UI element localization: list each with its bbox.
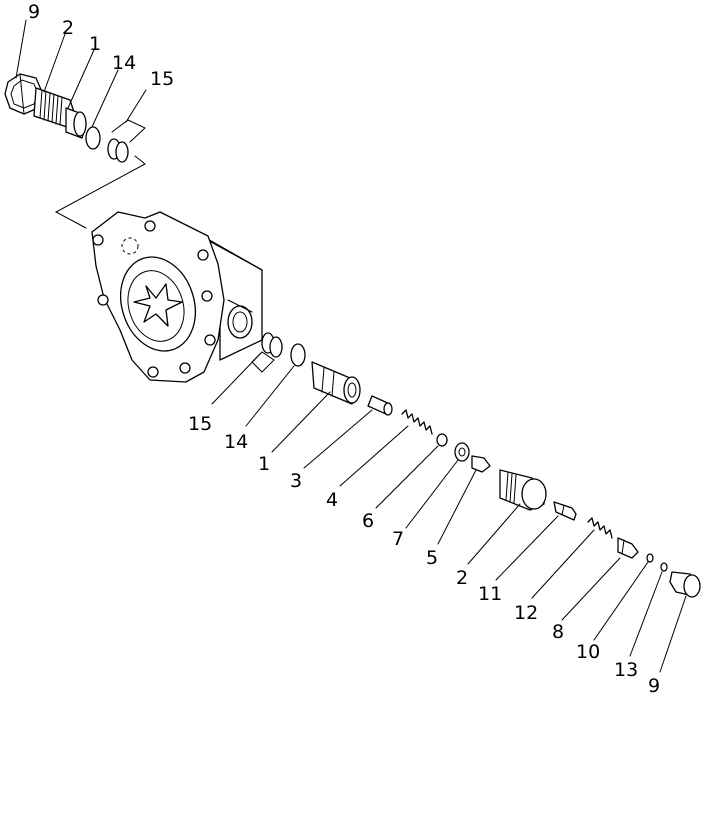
callout-4: 4 — [326, 489, 338, 511]
callout-1-low: 1 — [258, 453, 270, 475]
o-ring-13 — [660, 562, 668, 572]
callout-15-low: 15 — [188, 413, 212, 435]
callout-7: 7 — [392, 528, 404, 550]
backup-ring-15-top — [107, 138, 129, 163]
assembly-reference-line — [54, 155, 146, 229]
retainer-5 — [471, 455, 491, 473]
needle-11 — [553, 501, 577, 521]
callout-9-top: 9 — [28, 1, 40, 23]
callout-14-low: 14 — [224, 431, 248, 453]
spool-3 — [367, 395, 393, 416]
callout-labels: 9 2 1 14 15 15 14 1 3 4 6 7 5 2 11 12 8 … — [28, 1, 660, 697]
callout-3: 3 — [290, 470, 302, 492]
callout-9-low: 9 — [648, 675, 660, 697]
spring-4 — [401, 409, 433, 435]
o-ring-14-top — [85, 126, 101, 150]
valve-body-2-lower — [499, 469, 547, 511]
pump-housing — [91, 211, 263, 383]
poppet-7 — [454, 442, 470, 462]
top-plug-assembly — [4, 73, 146, 163]
spring-12 — [587, 517, 613, 539]
callout-8: 8 — [552, 621, 564, 643]
callout-5: 5 — [426, 547, 438, 569]
adjuster-8 — [617, 537, 639, 559]
valve-body-2-top — [33, 87, 75, 129]
sleeve-1-lower — [311, 361, 361, 405]
plug-9-lower — [669, 571, 701, 598]
o-ring-10 — [646, 553, 654, 563]
backup-ring-15-lower — [251, 332, 283, 373]
callout-11: 11 — [478, 583, 502, 605]
callout-10: 10 — [576, 641, 600, 663]
seat-6 — [436, 433, 448, 447]
callout-12: 12 — [514, 602, 538, 624]
callout-2-low: 2 — [456, 567, 468, 589]
callout-13: 13 — [614, 659, 638, 681]
callout-15-top: 15 — [150, 68, 174, 90]
callout-14-top: 14 — [112, 52, 136, 74]
callout-1-top: 1 — [89, 33, 101, 55]
sleeve-1-top — [65, 107, 87, 139]
callout-6: 6 — [362, 510, 374, 532]
o-ring-14-lower — [290, 343, 306, 367]
leader-lines — [15, 19, 687, 673]
callout-2-top: 2 — [62, 17, 74, 39]
